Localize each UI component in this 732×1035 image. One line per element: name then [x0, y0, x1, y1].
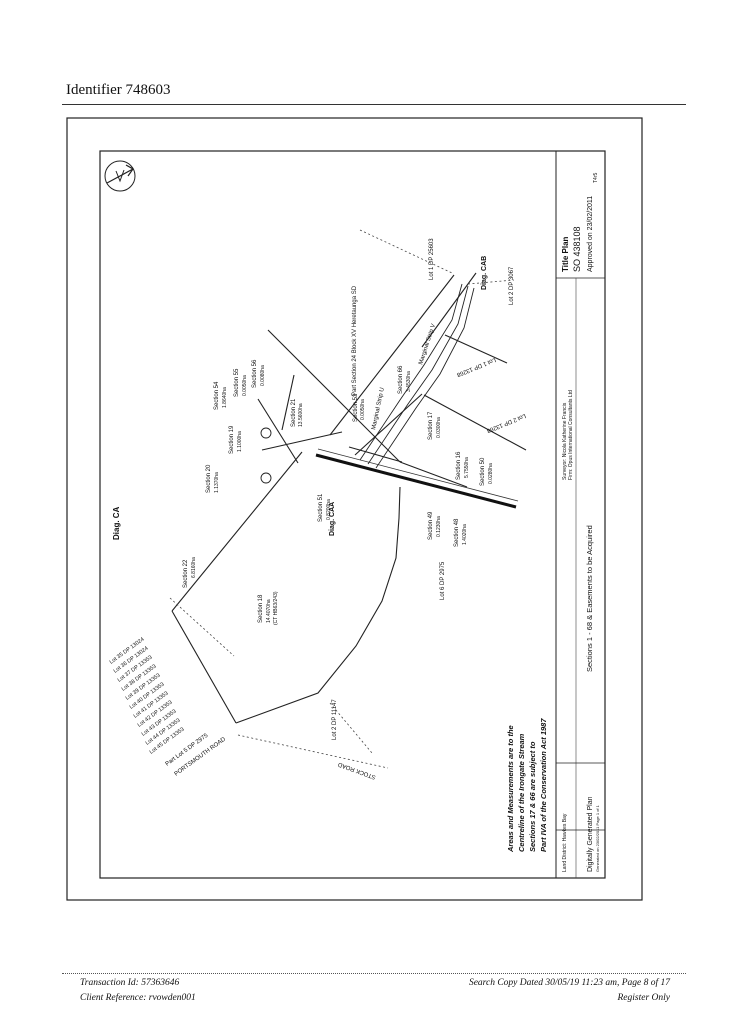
diag-cab-label: Diag. CAB: [481, 256, 488, 290]
section-17-label: Section 17: [428, 411, 434, 440]
generated-detail: Generated on 23/02/2011 Page 1 of 1: [595, 804, 600, 872]
section-55-area: 0.0050ha: [242, 375, 248, 396]
stream-lines: [359, 283, 475, 469]
surveyor-name: Surveyor: Nicola Katherine Francis: [562, 402, 568, 480]
register-only: Register Only: [617, 993, 670, 1003]
title-plan-heading: Title Plan: [561, 236, 570, 272]
section-56-label: Section 56: [252, 359, 258, 388]
section-21-area: 13.5600ha: [298, 403, 304, 427]
part-section-parcel: Part Section 24 Block XV Heretaunga SD: [352, 285, 358, 396]
footer-rule: [62, 973, 686, 974]
lot1-dp13268: Lot 1 DP 13268: [455, 356, 496, 377]
north-arrow-icon: [104, 160, 136, 192]
section-55-label: Section 55: [234, 368, 240, 397]
search-copy-date: Search Copy Dated 30/05/19 11:23 am, Pag…: [468, 978, 670, 988]
lot1-dp25603: Lot 1 DP 25603: [429, 238, 435, 280]
note-line-3: Sections 17 & 66 are subject to: [528, 741, 537, 852]
section-18-ct: (CT HB63/243): [273, 591, 279, 625]
road-centreline: [315, 453, 517, 509]
note-line-1: Areas and Measurements are to the: [506, 725, 515, 853]
section-18-label: Section 18: [258, 594, 264, 623]
parcel-boundaries: [171, 272, 527, 724]
lot2-dp3067: Lot 2 DP 3067: [509, 266, 515, 305]
easement-markers: [260, 427, 272, 484]
section-66-label: Section 66: [398, 365, 404, 394]
note-line-2: Centreline of the Irongate Stream: [517, 733, 526, 852]
lot6-dp2975: Lot 6 DP 2975: [440, 561, 446, 600]
lot2-dp13268: Lot 2 DP 13268: [485, 412, 526, 433]
section-48-label: Section 48: [454, 518, 460, 547]
section-21-label: Section 21: [291, 398, 297, 427]
section-22-label: Section 22: [183, 559, 189, 588]
diag-ca-label: Diag. CA: [112, 506, 121, 540]
diag-caa-label: Diag. CAA: [329, 502, 336, 536]
section-20-label: Section 20: [206, 464, 212, 493]
section-56-area: 0.0080ha: [260, 365, 266, 386]
section-53-area: 0.0050ha: [360, 399, 366, 420]
section-54-area: 1.8640ha: [222, 387, 228, 408]
section-49-area: 0.1230ha: [436, 516, 442, 537]
section-50-label: Section 50: [480, 457, 486, 486]
section-19-area: 1.1000ha: [237, 431, 243, 452]
section-48-area: 1.4020ha: [462, 524, 468, 545]
firm-name: Firm: Opus International Consultants Ltd: [568, 390, 574, 480]
section-17-area: 0.0300ha: [436, 417, 442, 438]
plan-number: SO 438108: [572, 226, 582, 272]
inner-frame: [99, 150, 606, 879]
section-22-area: 6.8160ha: [191, 557, 197, 578]
section-49-label: Section 49: [428, 511, 434, 540]
outer-frame: [66, 117, 643, 901]
section-16-label: Section 16: [456, 451, 462, 480]
land-district: Land District: Hawkes Bay: [562, 813, 568, 872]
lot2-dp11147: Lot 2 DP 11147: [332, 699, 338, 740]
section-51-label: Section 51: [318, 493, 324, 522]
section-51-area: 0.8200ha: [326, 499, 332, 520]
stock-road: STOCK ROAD: [337, 760, 377, 779]
note-line-4: Part IVA of the Conservation Act 1987: [539, 718, 548, 852]
road-boundary: [317, 448, 519, 502]
adjoining-dashed-lines: [169, 229, 515, 769]
section-66-area: 3.4530ha: [406, 371, 412, 392]
section-54-label: Section 54: [214, 381, 220, 410]
document-identifier: Identifier 748603: [66, 82, 171, 98]
section-20-area: 1.1370ha: [214, 472, 220, 493]
transaction-id: Transaction Id: 57363646: [80, 978, 180, 988]
approval-date: Approved on 23/02/2011: [587, 196, 594, 272]
section-53-label: Section 53: [353, 393, 359, 422]
plan-subject: Sections 1 - 68 & Easements to be Acquir…: [585, 525, 594, 672]
client-reference: Client Reference: rvowden001: [80, 993, 196, 1003]
sheet-number: T4r5: [593, 173, 599, 184]
digitally-generated: Digitally Generated Plan: [587, 796, 594, 872]
section-19-label: Section 19: [229, 425, 235, 454]
section-18-area: 14.4070ha: [266, 599, 272, 623]
section-50-area: 0.0280ha: [488, 463, 494, 484]
section-16-area: 5.7550ha: [464, 457, 470, 478]
header-rule: [62, 104, 686, 105]
